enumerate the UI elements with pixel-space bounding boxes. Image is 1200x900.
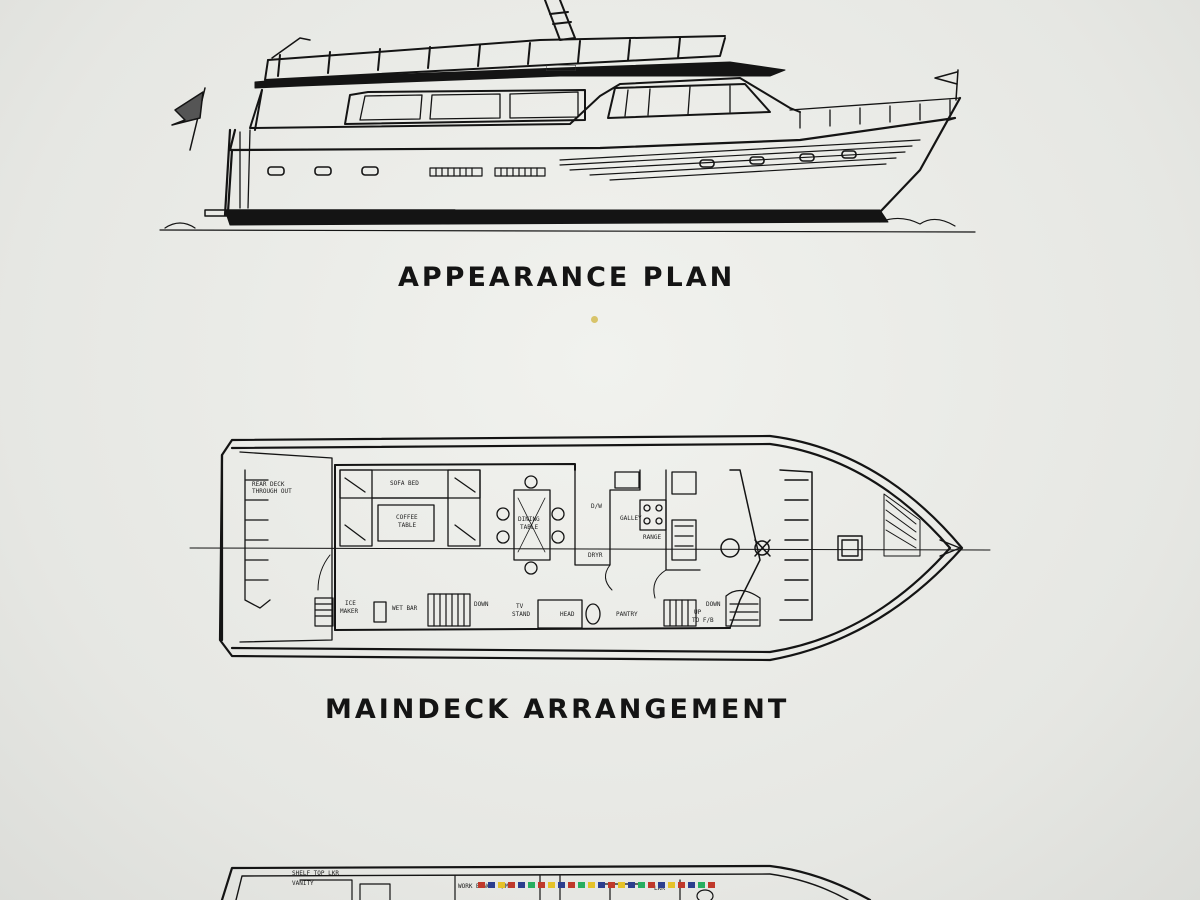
label-up-fb: UP bbox=[694, 609, 702, 616]
stairs-fwd bbox=[663, 589, 761, 627]
flag-swatch bbox=[708, 882, 715, 888]
stern-flag bbox=[171, 87, 206, 151]
flag-swatch bbox=[548, 882, 555, 888]
flag-strip-watermark bbox=[478, 881, 726, 889]
label-ice-maker-2: MAKER bbox=[340, 608, 359, 615]
forward-deck bbox=[837, 493, 961, 561]
flag-swatch bbox=[538, 882, 545, 888]
label-rear-deck: REAR DECK bbox=[252, 481, 285, 488]
label-rear-deck-2: THROUGH OUT bbox=[252, 488, 292, 495]
boot-stripe bbox=[224, 209, 889, 226]
label-ice-maker: ICE bbox=[345, 600, 356, 607]
label-lower-lkr: LKR bbox=[654, 885, 665, 892]
flag-swatch bbox=[558, 882, 565, 888]
hull-vents bbox=[429, 167, 546, 177]
lowerdeck-hull bbox=[220, 864, 872, 900]
label-tv-stand: TV bbox=[516, 603, 524, 610]
label-lower-shelf: SHELF TOP LKR bbox=[292, 870, 339, 877]
label-down-fwd: DOWN bbox=[706, 601, 721, 608]
label-coffee-table-2: TABLE bbox=[398, 522, 417, 529]
waterline bbox=[159, 217, 976, 233]
main-cabin bbox=[249, 77, 801, 131]
flag-swatch bbox=[628, 882, 635, 888]
label-range: RANGE bbox=[643, 534, 662, 541]
label-lower-vanity: VANITY bbox=[292, 880, 314, 887]
portholes bbox=[267, 150, 857, 176]
flag-swatch bbox=[638, 882, 645, 888]
flag-swatch bbox=[658, 882, 665, 888]
flag-swatch bbox=[608, 882, 615, 888]
head bbox=[373, 599, 601, 629]
flybridge bbox=[264, 35, 726, 81]
flag-swatch bbox=[528, 882, 535, 888]
flag-swatch bbox=[648, 882, 655, 888]
label-wet-bar: WET BAR bbox=[392, 605, 418, 612]
bow-flag bbox=[934, 69, 959, 101]
centerline bbox=[189, 547, 991, 551]
maindeck-arrangement-caption: MAINDECK ARRANGEMENT bbox=[325, 694, 790, 725]
lowerdeck-fixtures bbox=[299, 875, 714, 900]
appearance-plan-caption: APPEARANCE PLAN bbox=[398, 262, 736, 293]
hull-stripes bbox=[559, 139, 921, 181]
coffee-table bbox=[377, 504, 435, 542]
label-dining-table-2: TABLE bbox=[520, 524, 539, 531]
bow-rail bbox=[789, 97, 961, 129]
highlight-dot bbox=[591, 316, 598, 323]
label-pantry: PANTRY bbox=[616, 611, 638, 618]
flag-swatch bbox=[488, 882, 495, 888]
flag-swatch bbox=[598, 882, 605, 888]
flag-swatch bbox=[698, 882, 705, 888]
flag-swatch bbox=[478, 882, 485, 888]
label-coffee-table: COFFEE bbox=[396, 514, 418, 521]
flag-swatch bbox=[588, 882, 595, 888]
flag-swatch bbox=[518, 882, 525, 888]
stairs-aft bbox=[314, 593, 471, 627]
swim-platform bbox=[204, 209, 456, 217]
label-galley: GALLEY bbox=[620, 515, 642, 522]
label-dining-table: DINING bbox=[518, 516, 540, 523]
sofa-bed bbox=[339, 469, 481, 547]
flag-swatch bbox=[498, 882, 505, 888]
label-tv-stand-2: STAND bbox=[512, 611, 531, 618]
dining-set bbox=[496, 475, 565, 575]
flag-swatch bbox=[688, 882, 695, 888]
flag-swatch bbox=[668, 882, 675, 888]
flag-swatch bbox=[508, 882, 515, 888]
label-dryer: DRYR bbox=[588, 552, 603, 559]
label-head: HEAD bbox=[560, 611, 575, 618]
flag-swatch bbox=[678, 882, 685, 888]
salon-walls bbox=[334, 463, 731, 631]
flybridge-deck bbox=[254, 61, 786, 89]
label-dw: D/W bbox=[591, 503, 602, 510]
label-down-aft: DOWN bbox=[474, 601, 489, 608]
flag-swatch bbox=[618, 882, 625, 888]
helm-station bbox=[720, 469, 813, 629]
door-swings bbox=[317, 554, 667, 599]
aft-deck bbox=[239, 451, 333, 643]
flag-swatch bbox=[578, 882, 585, 888]
label-sofa-bed: SOFA BED bbox=[390, 480, 419, 487]
flag-swatch bbox=[568, 882, 575, 888]
label-up-fb-2: TO F/B bbox=[692, 617, 714, 624]
maindeck-hull bbox=[218, 434, 964, 662]
